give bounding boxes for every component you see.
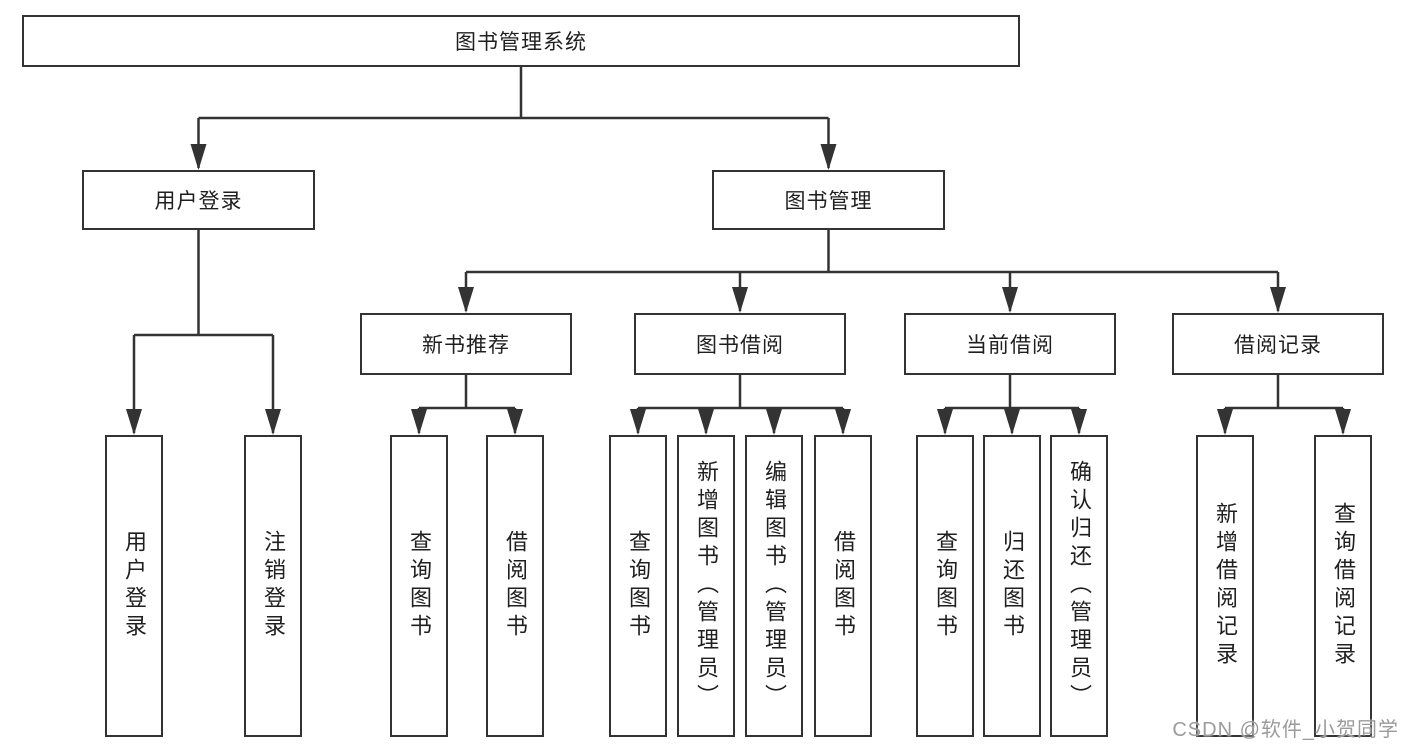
node-book-borrowing: 图书借阅 [634, 313, 846, 375]
leaf-borrowing-query-books: 查询图书 [609, 435, 667, 737]
leaf-current-confirm-return-admin: 确认归还（管理员） [1050, 435, 1108, 737]
leaf-records-query-borrow-record: 查询借阅记录 [1314, 435, 1372, 737]
leaf-recommend-query-books: 查询图书 [390, 435, 448, 737]
node-user-login: 用户登录 [82, 170, 315, 230]
leaf-current-return-books: 归还图书 [983, 435, 1041, 737]
arrowheads [126, 144, 1351, 435]
leaf-borrowing-add-books-admin: 新增图书（管理员） [677, 435, 735, 737]
connector-strokes [132, 67, 1345, 433]
leaf-current-query-books: 查询图书 [916, 435, 974, 737]
node-borrowing-records: 借阅记录 [1172, 313, 1384, 375]
leaf-borrowing-borrow-books: 借阅图书 [814, 435, 872, 737]
leaf-records-add-borrow-record: 新增借阅记录 [1196, 435, 1254, 737]
node-new-book-recommend: 新书推荐 [360, 313, 572, 375]
leaf-logout: 注销登录 [244, 435, 302, 737]
leaf-user-login: 用户登录 [105, 435, 163, 737]
leaf-borrowing-edit-books-admin: 编辑图书（管理员） [745, 435, 803, 737]
node-current-borrowing: 当前借阅 [904, 313, 1116, 375]
node-library-management-system: 图书管理系统 [22, 15, 1020, 67]
leaf-recommend-borrow-books: 借阅图书 [486, 435, 544, 737]
csdn-watermark: CSDN @软件_小贺同学 [1172, 719, 1399, 741]
node-book-management: 图书管理 [712, 170, 945, 230]
